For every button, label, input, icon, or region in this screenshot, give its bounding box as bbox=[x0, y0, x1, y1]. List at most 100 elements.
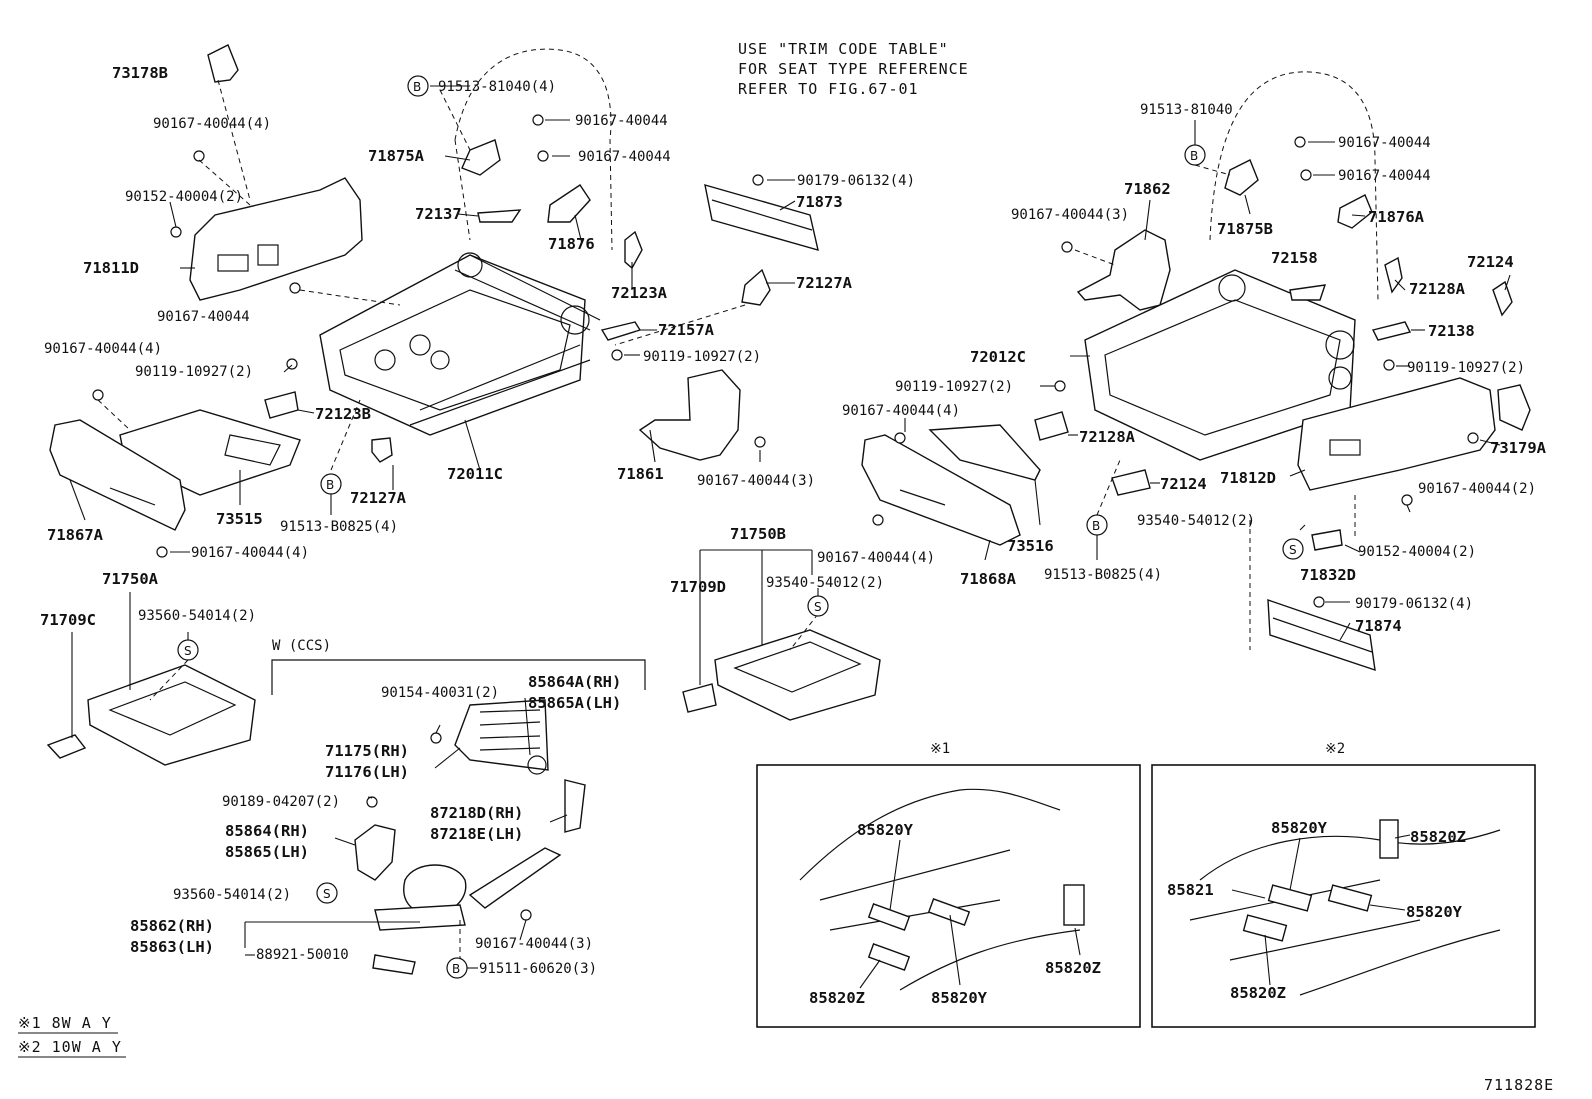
label-71861: 71861 bbox=[617, 465, 664, 483]
bracket-73178b bbox=[207, 44, 239, 83]
label-71175: 71175(RH) bbox=[325, 742, 409, 760]
label-85820z-a: 85820Z bbox=[1045, 959, 1101, 977]
cover-72157a bbox=[600, 321, 642, 341]
side-shield-71812d bbox=[1297, 377, 1496, 491]
label-72128a-b: 72128A bbox=[1079, 428, 1136, 446]
bolt-7 bbox=[92, 389, 104, 401]
label-87218e: 87218E(LH) bbox=[430, 825, 523, 843]
label-72123b: 72123B bbox=[315, 405, 371, 423]
label-91513-81040-4: 91513-81040(4) bbox=[438, 79, 556, 95]
label-85863: 85863(LH) bbox=[130, 938, 214, 956]
figure-id: 711828E bbox=[1484, 1076, 1554, 1094]
box-8way bbox=[756, 764, 1141, 1028]
box-8way-frame-lines bbox=[799, 788, 1081, 991]
duct-upper-85862 bbox=[468, 847, 562, 909]
bolt-11 bbox=[156, 546, 168, 558]
label-73179a: 73179A bbox=[1490, 439, 1547, 457]
marker-b-3 bbox=[1184, 144, 1206, 166]
label-72011c: 72011C bbox=[447, 465, 503, 483]
label-72158: 72158 bbox=[1271, 249, 1318, 267]
front-shield-71868a-slot bbox=[899, 489, 946, 506]
track-71873-rib bbox=[711, 199, 813, 231]
motor-10way-b bbox=[1327, 884, 1373, 912]
label-71832d: 71832D bbox=[1300, 566, 1356, 584]
bolt-6 bbox=[752, 174, 764, 186]
label-90189-04207-2: 90189-04207(2) bbox=[222, 794, 340, 810]
bolt-10 bbox=[754, 436, 766, 448]
bracket-72127a-lower bbox=[371, 437, 393, 463]
pad-71709c bbox=[46, 734, 87, 759]
label-90167-40044-3-c: 90167-40044(3) bbox=[475, 936, 593, 952]
label-90167-40044-b: 90167-40044 bbox=[575, 113, 668, 129]
label-90167-40044-4-e: 90167-40044(4) bbox=[842, 403, 960, 419]
cover-72138 bbox=[1371, 321, 1412, 341]
fasteners bbox=[92, 114, 1479, 921]
label-85864: 85864(RH) bbox=[225, 822, 309, 840]
seat-frame-rails bbox=[409, 254, 601, 426]
fan-housing-85862 bbox=[374, 904, 466, 931]
left-seat-drawing bbox=[46, 44, 881, 766]
label-91511-60620-3: 91511-60620(3) bbox=[479, 961, 597, 977]
label-72138: 72138 bbox=[1428, 322, 1475, 340]
label-71811d: 71811D bbox=[83, 259, 139, 277]
note-line-2: FOR SEAT TYPE REFERENCE bbox=[738, 60, 969, 78]
marker-b-2-label: B bbox=[326, 478, 334, 492]
filter-88921 bbox=[372, 954, 416, 975]
label-73515: 73515 bbox=[216, 510, 263, 528]
label-71873: 71873 bbox=[796, 193, 843, 211]
label-87218d: 87218D(RH) bbox=[430, 804, 523, 822]
bolt-21 bbox=[1313, 596, 1325, 608]
marker-s-1 bbox=[177, 639, 199, 661]
label-73516: 73516 bbox=[1007, 537, 1054, 555]
marker-s-3-label: S bbox=[1289, 543, 1297, 557]
hook-72124-upper bbox=[1492, 280, 1513, 317]
ccs-drawing bbox=[271, 659, 646, 975]
tray-71750b-inner bbox=[733, 641, 862, 693]
label-90167-40044-2: 90167-40044(2) bbox=[1418, 481, 1536, 497]
box-10way-frame bbox=[1151, 764, 1536, 1028]
label-85820z-b: 85820Z bbox=[809, 989, 865, 1007]
label-85820z-d: 85820Z bbox=[1230, 984, 1286, 1002]
cover-71832d bbox=[1311, 529, 1343, 551]
marker-s-2 bbox=[807, 595, 829, 617]
seat-frame-inner bbox=[339, 289, 571, 411]
label-72124-b: 72124 bbox=[1160, 475, 1207, 493]
label-90119-10927-2-c: 90119-10927(2) bbox=[1407, 360, 1525, 376]
seat-frame-recliner-r bbox=[560, 305, 590, 335]
note-line-3: REFER TO FIG.67-01 bbox=[738, 80, 919, 98]
label-90167-40044-4-d: 90167-40044(4) bbox=[817, 550, 935, 566]
motor-10way-a bbox=[1267, 884, 1313, 912]
bolt-18 bbox=[1467, 432, 1479, 444]
bolt-9 bbox=[611, 349, 623, 361]
label-72124-a: 72124 bbox=[1467, 253, 1514, 271]
marker-circles: B B B B B S S S S bbox=[177, 75, 1304, 979]
label-71867a: 71867A bbox=[47, 526, 104, 544]
cover-73515-panel bbox=[224, 434, 281, 466]
marker-s-2-label: S bbox=[814, 600, 822, 614]
motor-10way-c bbox=[1242, 914, 1288, 942]
label-71875a: 71875A bbox=[368, 147, 425, 165]
bolt-24 bbox=[520, 909, 532, 921]
label-90167-40044-d: 90167-40044 bbox=[1338, 135, 1431, 151]
bolt-1 bbox=[193, 150, 205, 162]
part-labels: 73178B 90167-40044(4) 90152-40004(2) 718… bbox=[40, 64, 1547, 1007]
label-72127a-a: 72127A bbox=[796, 274, 853, 292]
marker-b-1-label: B bbox=[413, 80, 421, 94]
bolt-4 bbox=[532, 114, 544, 126]
label-90119-10927-2-b: 90119-10927(2) bbox=[135, 364, 253, 380]
marker-b-4 bbox=[1086, 514, 1108, 536]
marker-s-3 bbox=[1282, 538, 1304, 560]
bolt-5 bbox=[537, 150, 549, 162]
cover-72158 bbox=[1289, 284, 1327, 301]
side-shield-71811d bbox=[189, 177, 363, 301]
label-90167-40044-3-a: 90167-40044(3) bbox=[697, 473, 815, 489]
switch-slot-71811d bbox=[217, 254, 249, 272]
cover-72137 bbox=[477, 209, 522, 223]
label-88921-50010: 88921-50010 bbox=[256, 947, 349, 963]
cover-72123b bbox=[264, 391, 299, 419]
label-72127a-b: 72127A bbox=[350, 489, 407, 507]
fan-85862 bbox=[403, 864, 467, 916]
front-shield-71867a bbox=[49, 419, 186, 531]
cover-73179a bbox=[1497, 384, 1531, 431]
duct-87218d bbox=[564, 779, 586, 833]
